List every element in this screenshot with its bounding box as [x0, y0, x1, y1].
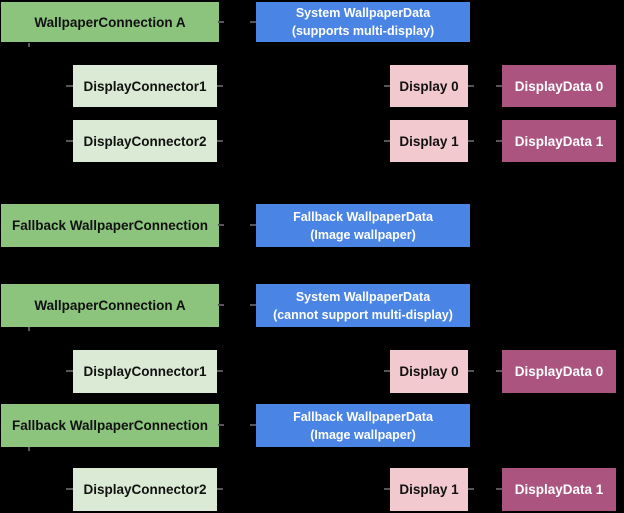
node-label: DisplayData 0: [514, 78, 604, 94]
connector-tick: [250, 21, 256, 23]
connector-tick: [468, 488, 474, 490]
connector-tick: [28, 447, 30, 451]
node-label: Fallback WallpaperData: [293, 209, 433, 224]
node-fallback-wallpaper-connection-1: Fallback WallpaperConnection: [1, 204, 219, 247]
node-display-data-1-a: DisplayData 1: [502, 120, 616, 162]
node-display-connector-2-b: DisplayConnector2: [73, 468, 217, 511]
node-display-data-1-b: DisplayData 1: [502, 468, 616, 511]
node-display-connector-1-b: DisplayConnector1: [73, 350, 217, 393]
node-wallpaper-connection-a-2: WallpaperConnection A: [1, 284, 219, 327]
node-label: DisplayConnector2: [83, 482, 207, 497]
node-fallback-wallpaper-data-2: Fallback WallpaperData (Image wallpaper): [256, 404, 470, 447]
connector-tick: [496, 370, 502, 372]
node-display-data-0-a: DisplayData 0: [502, 65, 616, 107]
connector-tick: [384, 488, 390, 490]
connector-tick: [218, 224, 224, 226]
node-display-0-a: Display 0: [390, 65, 468, 107]
node-system-wallpaper-data-multi: System WallpaperData (supports multi-dis…: [256, 2, 470, 42]
connector-tick: [218, 304, 224, 306]
connector-tick: [28, 43, 30, 47]
connector-tick: [217, 85, 223, 87]
node-display-1-b: Display 1: [390, 468, 468, 511]
connector-tick: [250, 224, 256, 226]
connector-tick: [250, 304, 256, 306]
node-label: DisplayData 1: [514, 133, 604, 149]
connector-tick: [217, 488, 223, 490]
node-label: DisplayData 1: [514, 482, 604, 497]
connector-tick: [468, 85, 474, 87]
connector-tick: [218, 424, 224, 426]
node-display-0-b: Display 0: [390, 350, 468, 393]
connector-tick: [496, 488, 502, 490]
node-display-1-a: Display 1: [390, 120, 468, 162]
node-display-connector-2-a: DisplayConnector2: [73, 120, 217, 162]
node-system-wallpaper-data-single: System WallpaperData (cannot support mul…: [256, 284, 470, 327]
connector-tick: [66, 488, 73, 490]
connector-tick: [384, 140, 390, 142]
node-display-connector-1-a: DisplayConnector1: [73, 65, 217, 107]
connector-tick: [384, 370, 390, 372]
node-label: DisplayConnector1: [83, 364, 207, 379]
node-label: DisplayConnector1: [83, 78, 207, 94]
connector-tick: [66, 85, 73, 87]
node-label: Fallback WallpaperConnection: [11, 218, 209, 233]
node-label: System WallpaperData: [295, 289, 431, 304]
node-sublabel: (Image wallpaper): [310, 227, 416, 242]
node-fallback-wallpaper-data-1: Fallback WallpaperData (Image wallpaper): [256, 204, 470, 247]
connector-tick: [217, 140, 223, 142]
node-label: DisplayConnector2: [83, 133, 207, 149]
node-label: WallpaperConnection A: [34, 298, 186, 313]
connector-tick: [496, 85, 502, 87]
node-label: DisplayData 0: [514, 364, 604, 379]
node-sublabel: (supports multi-display): [291, 24, 435, 38]
node-sublabel: (Image wallpaper): [310, 427, 416, 442]
node-display-data-0-b: DisplayData 0: [502, 350, 616, 393]
connector-tick: [218, 21, 224, 23]
connector-tick: [217, 370, 223, 372]
connector-tick: [66, 140, 73, 142]
node-sublabel: (cannot support multi-display): [273, 307, 453, 322]
node-label: Display 1: [399, 133, 459, 149]
node-label: Fallback WallpaperConnection: [11, 418, 209, 433]
node-fallback-wallpaper-connection-2: Fallback WallpaperConnection: [1, 404, 219, 447]
connector-tick: [250, 424, 256, 426]
connector-tick: [28, 327, 30, 331]
connector-tick: [384, 85, 390, 87]
node-wallpaper-connection-a-1: WallpaperConnection A: [1, 2, 219, 42]
connector-tick: [66, 370, 73, 372]
connector-tick: [468, 140, 474, 142]
node-label: Fallback WallpaperData: [293, 409, 433, 424]
node-label: Display 0: [399, 364, 459, 379]
connector-tick: [468, 370, 474, 372]
node-label: System WallpaperData: [295, 6, 431, 20]
node-label: Display 1: [399, 482, 459, 497]
node-label: WallpaperConnection A: [34, 14, 186, 30]
connector-tick: [496, 140, 502, 142]
node-label: Display 0: [399, 78, 459, 94]
